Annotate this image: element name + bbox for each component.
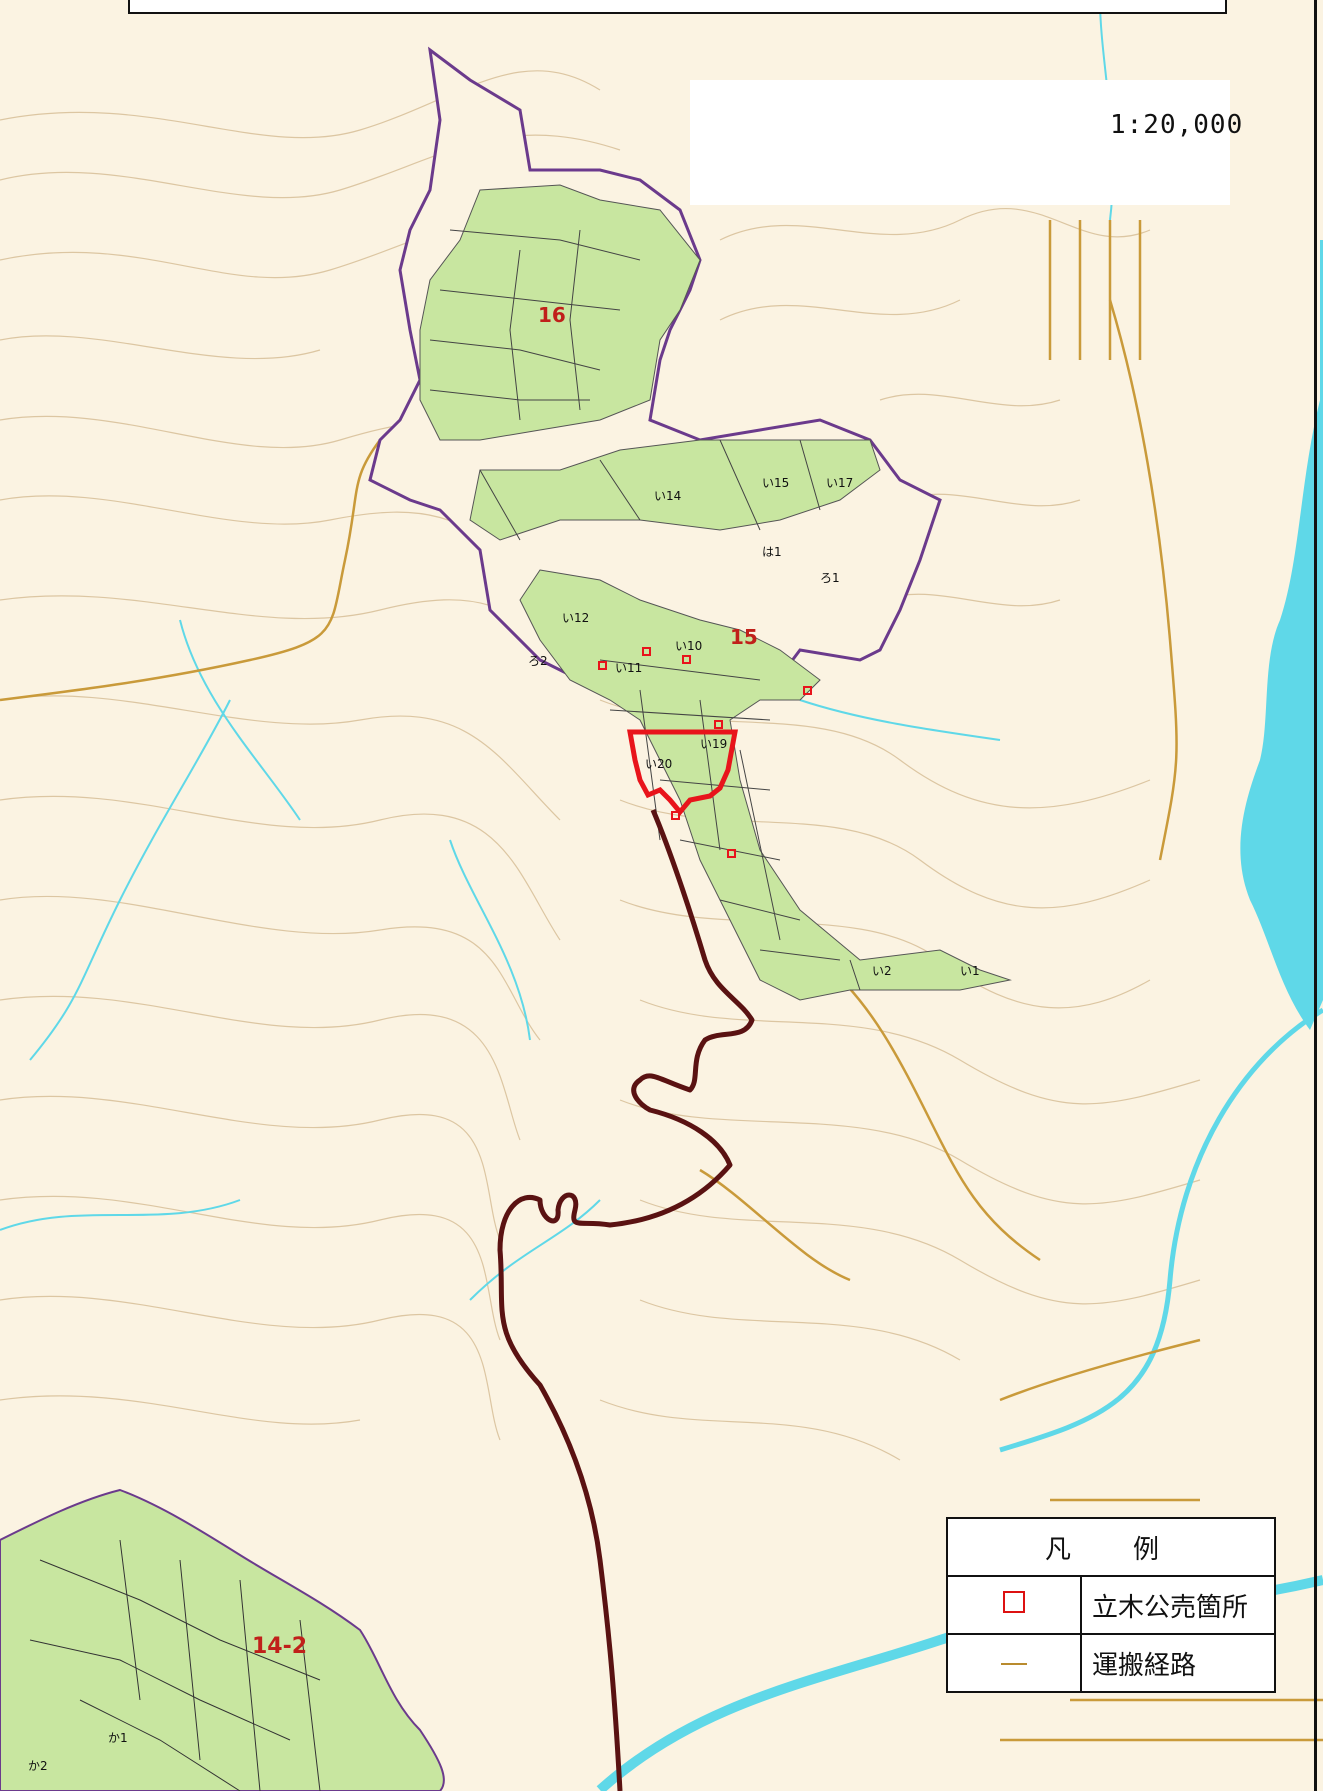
main-river — [1240, 240, 1323, 1030]
map-frame-right — [1314, 0, 1317, 1791]
stand-label-i14: い14 — [654, 489, 681, 503]
compartment-15-label: 15 — [730, 625, 758, 649]
stand-label-i12: い12 — [562, 611, 589, 625]
compartment-15-forest — [519, 569, 1012, 1001]
compartment-14-2-label: 14-2 — [252, 1634, 307, 1659]
stand-label-ha1: は1 — [762, 545, 782, 559]
legend-label-sale-area: 立木公売箇所 — [1080, 1575, 1276, 1635]
stand-label-ka2: か2 — [28, 1759, 48, 1773]
stand-label-ka1: か1 — [108, 1731, 128, 1745]
stand-label-i19: い19 — [700, 737, 727, 751]
river-branch — [999, 1007, 1323, 1453]
compartment-16-forest-band — [469, 439, 881, 541]
stand-label-ro1: ろ1 — [820, 571, 840, 585]
compartment-14-2-parcels — [29, 1539, 321, 1791]
stand-label-i17: い17 — [826, 476, 853, 490]
scale-text: 1:20,000 — [1110, 110, 1244, 140]
sale-markers — [598, 647, 812, 858]
stand-label-i15: い15 — [762, 476, 789, 490]
stand-label-i10: い10 — [675, 639, 702, 653]
stand-label-ro2: ろ2 — [528, 654, 548, 668]
stand-label-i2: い2 — [872, 964, 892, 978]
title-box — [128, 0, 1227, 14]
compartment-16-forest — [419, 184, 701, 441]
stand-label-i20: い20 — [645, 757, 672, 771]
route-line-icon — [1001, 1662, 1027, 1665]
legend-title: 凡 例 — [946, 1517, 1276, 1577]
red-square-icon — [1003, 1591, 1025, 1613]
transport-route[interactable] — [497, 809, 755, 1791]
legend-symbol-sale-area — [946, 1575, 1082, 1635]
parcel-lines — [429, 229, 861, 991]
legend-symbol-route — [946, 1633, 1082, 1693]
roads — [0, 220, 1323, 1742]
legend: 凡 例 立木公売箇所 運搬経路 — [946, 1517, 1276, 1693]
legend-label-route: 運搬経路 — [1080, 1633, 1276, 1693]
contour-lines — [0, 70, 1201, 1461]
stand-label-i11: い11 — [615, 661, 642, 675]
scale-box: 1:20,000 — [690, 80, 1242, 205]
compartment-16-label: 16 — [538, 303, 566, 327]
stand-label-i1: い1 — [960, 964, 980, 978]
map-labels: 16 15 14-2 い20 い19 い12 い14 い15 い17 い11 い… — [28, 303, 980, 1773]
